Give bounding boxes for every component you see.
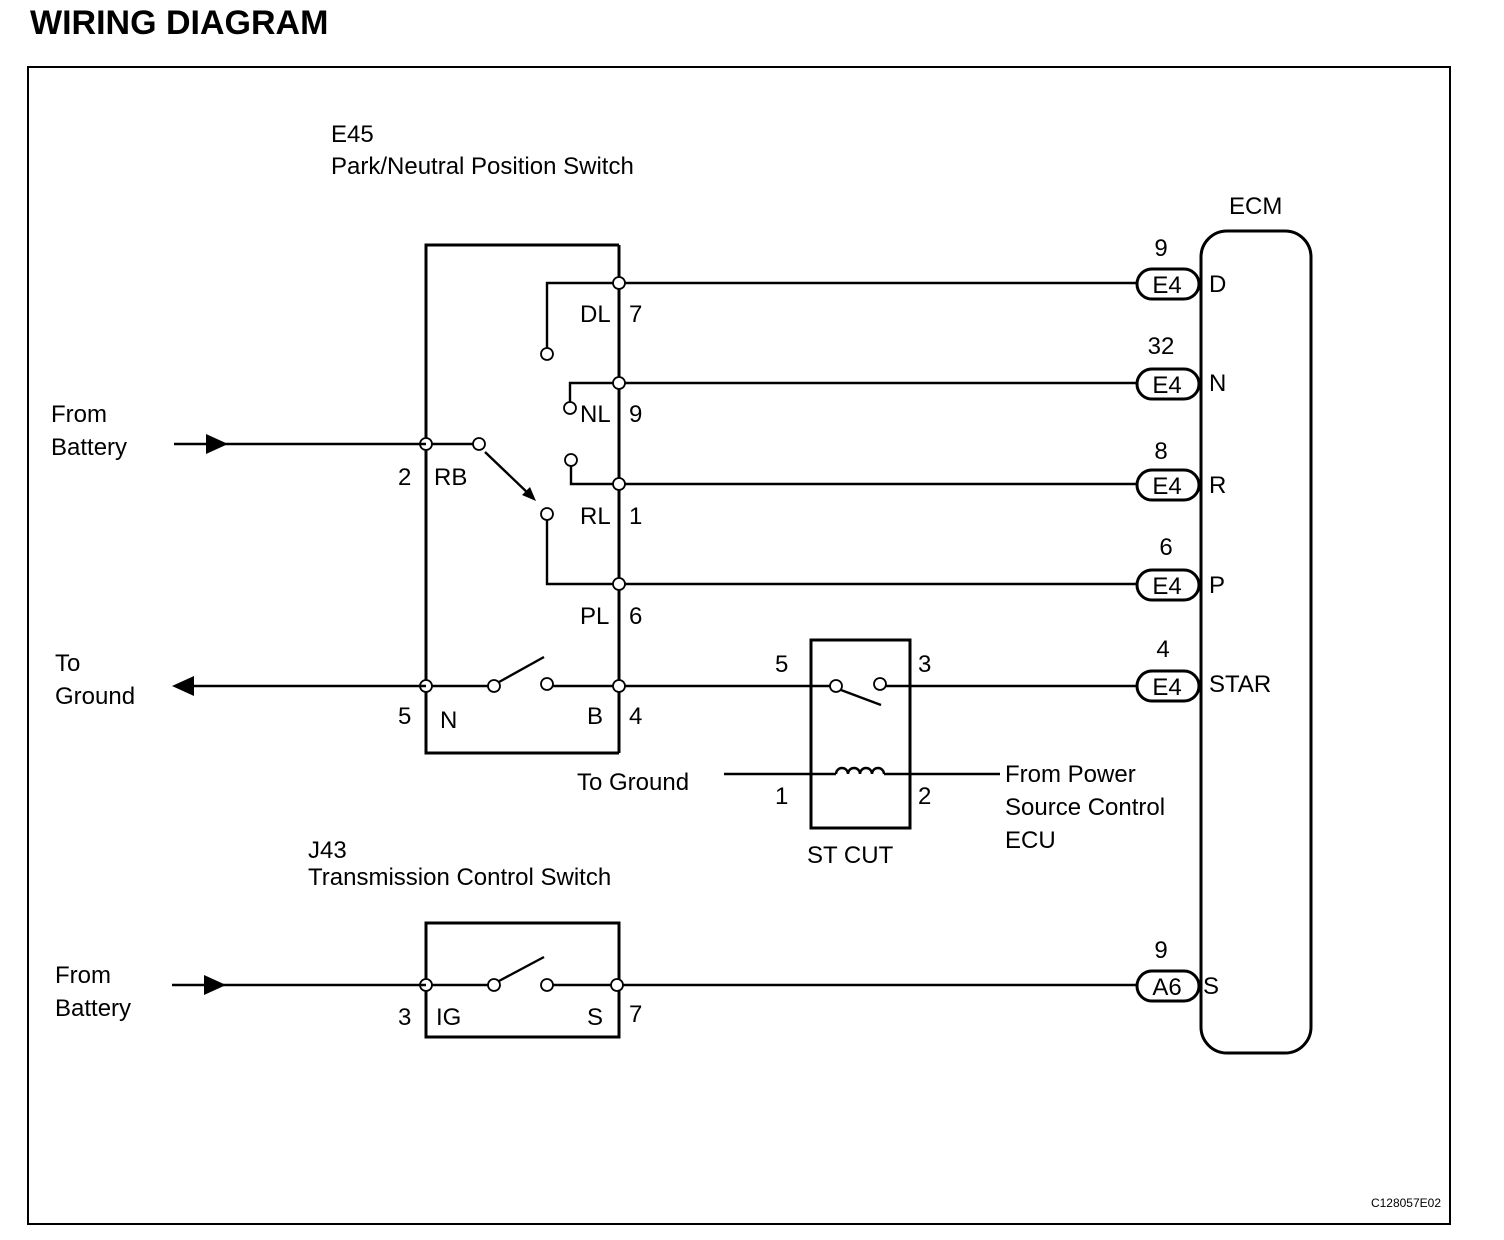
ecm-pin-n-connector: [1135, 367, 1201, 401]
tcs-contact-left: [487, 978, 501, 992]
ground-arrow-1: [172, 676, 194, 696]
st-cut-coil: [834, 766, 886, 775]
st-cut-pin-5: 5: [775, 651, 788, 678]
from-power-line1: From Power: [1005, 761, 1136, 788]
terminal-pl-num: 6: [629, 603, 642, 630]
page-title: WIRING DIAGRAM: [30, 4, 329, 42]
to-ground-1-line1: To: [55, 650, 80, 677]
from-power-line2: Source Control: [1005, 794, 1165, 821]
to-ground-1-line2: Ground: [55, 683, 135, 710]
terminal-pl-label: PL: [580, 603, 609, 630]
ecm-pin-n-signal: N: [1209, 370, 1226, 397]
tcs-s-num: 7: [629, 1001, 642, 1028]
junction-nl: [612, 376, 626, 390]
ecm-body: [1199, 229, 1313, 1055]
tcs-ig-label: IG: [436, 1004, 461, 1031]
dl-contact: [540, 347, 554, 361]
nl-contact: [563, 401, 577, 415]
n-switch-contact-left: [487, 679, 501, 693]
from-battery-1-line1: From: [51, 401, 107, 428]
ecm-pin-s-connector: [1135, 969, 1201, 1003]
terminal-b-label: B: [587, 703, 603, 730]
st-cut-contact-left: [829, 679, 843, 693]
st-cut-pin-1: 1: [775, 783, 788, 810]
battery-arrow-1: [206, 434, 228, 454]
ecm-pin-s-num: 9: [1154, 937, 1167, 964]
ecm-pin-d-connector-label: E4: [1152, 272, 1181, 299]
ecm-pin-star-connector: [1135, 669, 1201, 703]
tcs-contact-right: [540, 978, 554, 992]
ecm-pin-n-connector-label: E4: [1152, 372, 1181, 399]
junction-dl: [612, 276, 626, 290]
ecm-pin-p-connector: [1135, 568, 1201, 602]
tcs-code: J43: [308, 837, 347, 864]
st-cut-contact-right: [873, 677, 887, 691]
figure-code: C128057E02: [1371, 1196, 1441, 1210]
rl-contact: [564, 453, 578, 467]
terminal-b-num: 4: [629, 703, 642, 730]
rl-contact-arm: [569, 460, 619, 486]
junction-rl: [612, 477, 626, 491]
ecm-pin-p-num: 6: [1159, 534, 1172, 561]
to-ground-2: To Ground: [577, 769, 689, 796]
terminal-dl-label: DL: [580, 301, 611, 328]
pn-switch-name: Park/Neutral Position Switch: [331, 153, 634, 180]
diagram-frame: [27, 66, 1451, 1225]
tcs-s-label: S: [587, 1004, 603, 1031]
ecm-pin-d-signal: D: [1209, 271, 1226, 298]
tcs-blade: [498, 955, 545, 983]
tcs-name: Transmission Control Switch: [308, 864, 611, 891]
terminal-nl-num: 9: [629, 401, 642, 428]
from-power-line3: ECU: [1005, 827, 1056, 854]
pn-switch-body: [424, 243, 621, 755]
ecm-pin-star-connector-label: E4: [1152, 674, 1181, 701]
rb-wiper-arrowhead: [522, 487, 536, 501]
ecm-pin-d-num: 9: [1154, 235, 1167, 262]
ecm-pin-r-signal: R: [1209, 472, 1226, 499]
from-battery-1-line2: Battery: [51, 434, 127, 461]
rb-wiper-arm: [484, 451, 532, 497]
terminal-rb-num: 2: [398, 464, 411, 491]
ecm-pin-r-num: 8: [1154, 438, 1167, 465]
ecm-pin-d-connector: [1135, 267, 1201, 301]
ecm-pin-p-connector-label: E4: [1152, 573, 1181, 600]
terminal-rl-num: 1: [629, 503, 642, 530]
ecm-pin-star-signal: STAR: [1209, 671, 1271, 698]
dl-contact-arm: [545, 281, 619, 354]
st-cut-pin-3: 3: [918, 651, 931, 678]
junction-pl: [612, 577, 626, 591]
ecm-pin-r-connector-label: E4: [1152, 473, 1181, 500]
ecm-label: ECM: [1229, 193, 1282, 220]
terminal-n-num: 5: [398, 703, 411, 730]
tcs-ig-num: 3: [398, 1004, 411, 1031]
st-cut-pin-2: 2: [918, 783, 931, 810]
ecm-pin-p-signal: P: [1209, 572, 1225, 599]
junction-s: [610, 978, 624, 992]
nl-contact-arm: [568, 381, 619, 408]
from-battery-2-line2: Battery: [55, 995, 131, 1022]
battery-arrow-2: [204, 975, 226, 995]
terminal-nl-label: NL: [580, 401, 611, 428]
st-cut-blade: [840, 688, 882, 707]
st-cut-relay: [809, 638, 912, 830]
pl-contact: [540, 507, 554, 521]
pn-switch-code: E45: [331, 121, 374, 148]
terminal-n-label: N: [440, 707, 457, 734]
junction-b: [612, 679, 626, 693]
n-switch-contact-right: [540, 677, 554, 691]
n-switch-blade: [498, 655, 545, 684]
terminal-dl-num: 7: [629, 301, 642, 328]
from-battery-2-line1: From: [55, 962, 111, 989]
ecm-pin-r-connector: [1135, 468, 1201, 502]
pl-contact-arm: [545, 514, 619, 586]
rb-wiper-pivot: [472, 437, 486, 451]
ecm-pin-star-num: 4: [1156, 636, 1169, 663]
ecm-pin-s-connector-label: A6: [1152, 974, 1181, 1001]
ecm-pin-n-num: 32: [1148, 333, 1175, 360]
terminal-rl-label: RL: [580, 503, 611, 530]
terminal-rb-label: RB: [434, 464, 467, 491]
ecm-pin-s-signal: S: [1203, 973, 1219, 1000]
st-cut-label: ST CUT: [807, 842, 894, 869]
